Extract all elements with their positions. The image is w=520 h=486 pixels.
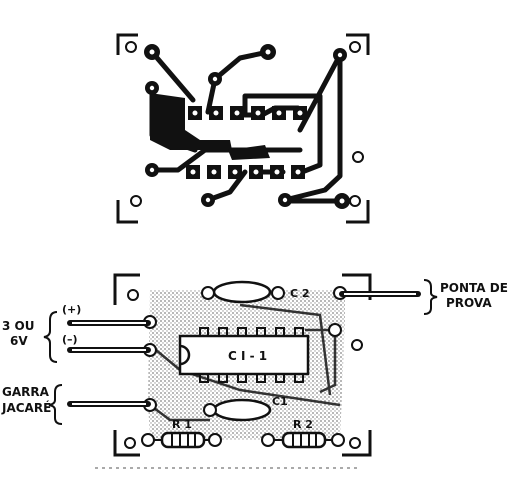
capacitor-c2	[212, 280, 272, 304]
ic-pad-holes-top	[192, 110, 303, 116]
label-power-line2: 6V	[10, 334, 28, 348]
brace-probe	[423, 279, 438, 315]
mounting-hole	[125, 41, 137, 53]
corner-mark	[113, 273, 140, 305]
pcb-copper-layout	[116, 33, 370, 224]
label-clip: GARRA JACARÉ	[1, 385, 53, 415]
label-minus: (–)	[62, 333, 78, 346]
mounting-hole	[130, 195, 142, 207]
label-probe: PONTA DE PROVA	[440, 281, 512, 310]
label-power: 3 OU 6V	[2, 319, 39, 348]
label-clip-line2: JACARÉ	[1, 400, 51, 415]
pcb-assembly: C I - 1 C 2 C1 R 1 R 2	[1, 273, 512, 469]
ic-body	[178, 334, 310, 376]
r2-label: R 2	[293, 418, 313, 431]
c1-label: C1	[272, 395, 288, 408]
mounting-hole	[351, 339, 363, 351]
capacitor-c1	[212, 398, 272, 422]
label-clip-line1: GARRA	[2, 385, 50, 399]
corner-mark	[116, 200, 138, 224]
mounting-hole	[124, 437, 136, 449]
ic-pad-holes-bottom	[190, 169, 301, 175]
mounting-hole	[127, 289, 139, 301]
ic-label: C I - 1	[228, 349, 267, 363]
r1-label: R 1	[172, 418, 192, 431]
pad-holes	[149, 49, 345, 204]
label-probe-line1: PONTA DE	[440, 281, 508, 295]
label-probe-line2: PROVA	[446, 296, 492, 310]
mounting-hole	[349, 437, 361, 449]
corner-mark	[113, 430, 140, 457]
resistor-r1	[148, 431, 215, 449]
copper-pour	[228, 145, 270, 160]
corner-mark	[342, 430, 372, 457]
label-power-line1: 3 OU	[2, 319, 34, 333]
mounting-hole	[352, 151, 364, 163]
copper-pour	[150, 93, 232, 150]
c2-label: C 2	[290, 287, 310, 300]
mounting-hole	[349, 41, 361, 53]
resistor-r2	[270, 431, 335, 449]
corner-mark	[116, 33, 138, 55]
ic-pins	[199, 327, 304, 383]
label-plus: (+)	[62, 303, 81, 316]
mounting-hole	[349, 195, 361, 207]
ic-notch	[179, 344, 191, 366]
corner-mark	[346, 33, 370, 55]
corner-mark	[346, 200, 370, 224]
brace-power	[43, 311, 58, 363]
brace-clip	[48, 384, 63, 425]
